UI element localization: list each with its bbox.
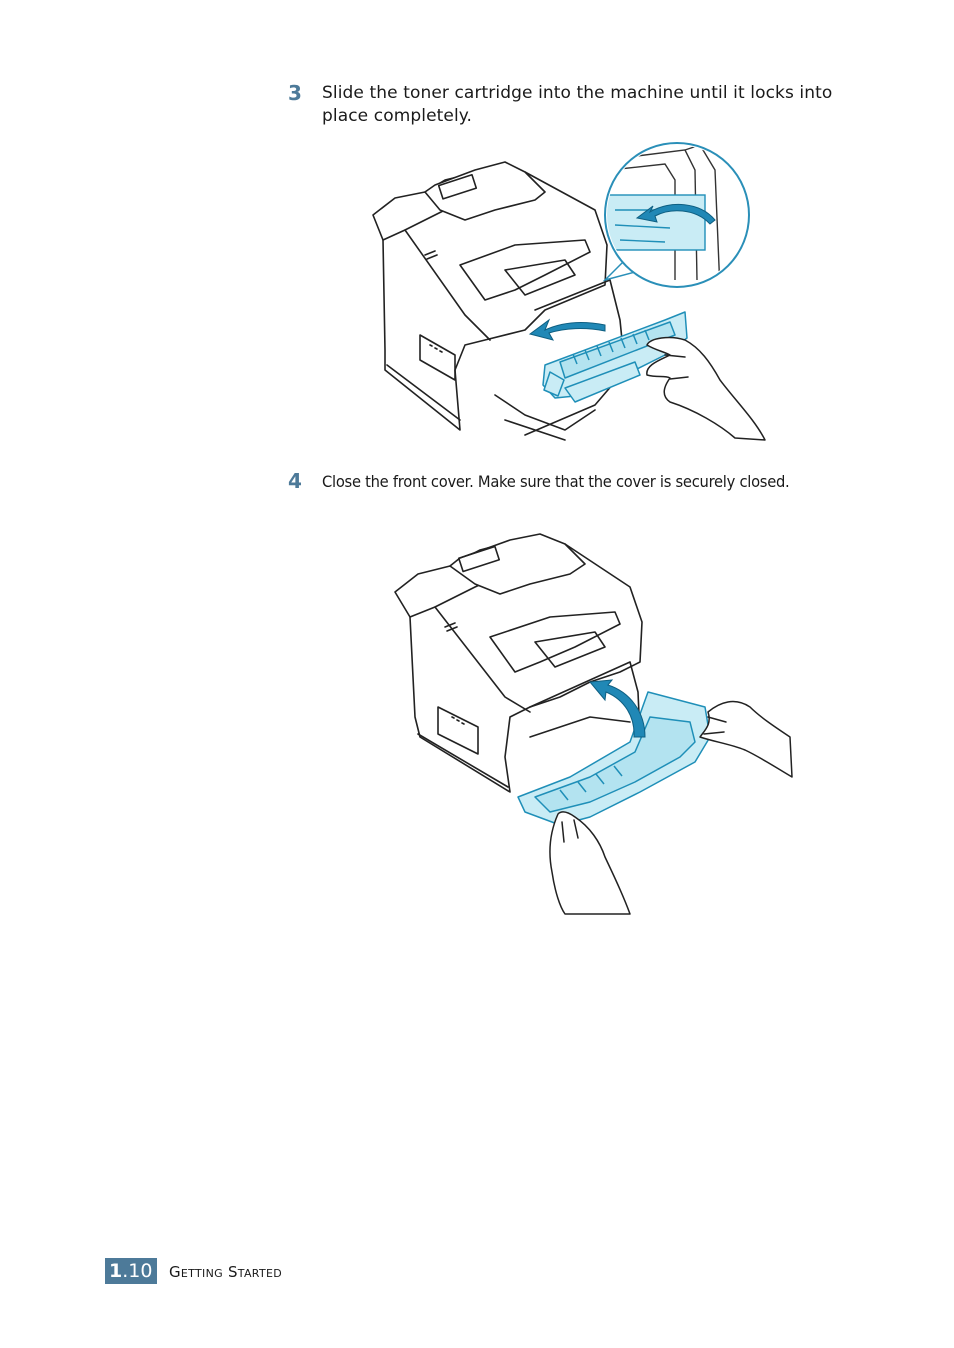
step-number: 4 (288, 469, 302, 493)
step-instruction: Slide the toner cartridge into the machi… (322, 83, 833, 126)
step-number: 3 (288, 81, 302, 105)
page-number-badge: 1.10 (105, 1258, 157, 1284)
step-instruction: Close the front cover. Make sure that th… (322, 472, 790, 491)
section-title: Getting Started (169, 1263, 282, 1281)
close-front-cover-illustration (390, 522, 800, 917)
insert-toner-cartridge-illustration (365, 140, 795, 445)
page-number: .10 (122, 1260, 153, 1282)
chapter-number: 1 (109, 1260, 123, 1282)
